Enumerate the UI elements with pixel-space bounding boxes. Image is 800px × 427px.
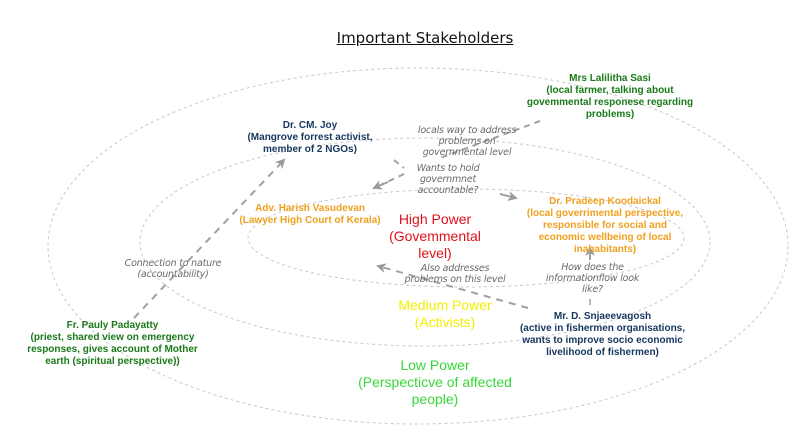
- level-line: (Activists): [414, 314, 476, 330]
- low-power-label: Low Power (Perspecticve of affected peop…: [355, 357, 515, 408]
- level-line: Medium Power: [398, 297, 492, 313]
- stakeholder-desc: responsible for social and: [543, 220, 667, 231]
- edge-label-line: problems on: [438, 136, 496, 147]
- high-power-label: High Power (Govemmental level): [380, 211, 490, 262]
- edge-label-line: Connection to nature: [124, 258, 222, 269]
- stakeholder-desc: (local farmer, talking about: [546, 85, 674, 96]
- edge-label-line: governmental level: [422, 147, 512, 158]
- stakeholder-pradeep-koodaickal: Dr. Pradeep Koodaickal (local goverrimen…: [515, 196, 695, 256]
- edge-label-connection-nature: Connection to nature (accountability): [118, 258, 228, 280]
- edge-label-line: accountable?: [417, 185, 479, 196]
- stakeholder-desc: (Mangrove forrest activist,: [247, 132, 373, 143]
- edge-label-line: Also addresses: [420, 263, 490, 274]
- stakeholder-desc: problems): [585, 109, 635, 120]
- stakeholder-name: Mrs Lalilitha Sasi: [569, 73, 651, 84]
- stakeholder-desc: member of 2 NGOs): [263, 144, 357, 155]
- arrow-to-pradeep: [499, 191, 518, 201]
- medium-power-ring: [139, 137, 711, 347]
- stakeholder-snjaeevagosh: Mr. D. Snjaeevagosh (active in fishermen…: [510, 311, 695, 359]
- stakeholder-desc: economic wellbeing of local: [538, 232, 672, 243]
- arrow-to-harish-from-joy-area: [373, 159, 405, 189]
- edge-label-line: (accountability): [137, 269, 209, 280]
- edge-label-line: governmnet: [419, 174, 477, 185]
- stakeholder-desc: govemmental responese regarding: [526, 97, 694, 108]
- stakeholder-desc: responses, gives account of Mother: [27, 344, 198, 355]
- stakeholder-name: Dr. Pradeep Koodaickal: [549, 196, 661, 207]
- level-line: (Perspecticve of affected: [358, 374, 512, 390]
- edge-label-locals-way: locals way to address problems on govern…: [412, 125, 522, 158]
- edge-label-wants-to-hold: Wants to hold governmnet accountable?: [408, 163, 488, 196]
- stakeholder-desc: (local goverrimental perspective,: [526, 208, 684, 219]
- medium-power-label: Medium Power (Activists): [385, 297, 505, 331]
- level-line: level): [418, 245, 452, 261]
- arrow-pauly-to-joy: [133, 158, 286, 319]
- stakeholder-desc: livelihood of fishermen): [546, 347, 659, 358]
- stakeholder-name: Dr. CM. Joy: [282, 120, 338, 131]
- edge-label-information-flow: How does the informationflow look like?: [545, 262, 640, 295]
- high-power-ring: [247, 188, 685, 288]
- stakeholder-desc: (priest, shared view on emergency: [30, 332, 195, 343]
- stakeholder-pauly-padayatty: Fr. Pauly Padayatty (priest, shared view…: [15, 320, 210, 368]
- diagram-title: Important Stakeholders: [336, 29, 514, 47]
- edge-label-line: informationflow look: [545, 273, 640, 284]
- edge-label-line: How does the: [561, 262, 624, 273]
- stakeholder-desc: wants to improve socio economic: [522, 335, 683, 346]
- stakeholder-harish-vasudevan: Adv. Harish Vasudevan (Lawyer High Court…: [230, 203, 390, 227]
- stakeholder-name: Mr. D. Snjaeevagosh: [553, 311, 652, 322]
- edge-label-also-addresses: Also addresses problems on this level: [400, 263, 510, 285]
- stakeholder-name: Adv. Harish Vasudevan: [255, 203, 365, 214]
- level-line: people): [411, 391, 459, 407]
- edge-label-line: like?: [582, 284, 603, 295]
- level-line: High Power: [398, 211, 472, 227]
- arrow-lalilitha-to-harish: [439, 120, 541, 159]
- stakeholder-name: Fr. Pauly Padayatty: [66, 320, 159, 331]
- stakeholder-cm-joy: Dr. CM. Joy (Mangrove forrest activist, …: [235, 120, 385, 156]
- stakeholder-lalilitha-sasi: Mrs Lalilitha Sasi (local farmer, talkin…: [505, 73, 715, 121]
- level-line: (Govemmental: [389, 228, 481, 244]
- edge-label-line: Wants to hold: [416, 163, 480, 174]
- stakeholder-desc: (Lawyer High Court of Kerala): [239, 215, 381, 226]
- stakeholder-desc: earth (spiritual perspective)): [45, 356, 180, 367]
- level-line: Low Power: [400, 357, 470, 373]
- stakeholder-desc: (active in fishermen organisations,: [519, 323, 686, 334]
- edge-label-line: locals way to address: [417, 125, 517, 136]
- low-power-ring: [47, 67, 789, 425]
- stakeholder-desc: inahabitants): [573, 244, 637, 255]
- edge-label-line: problems on this level: [404, 274, 506, 285]
